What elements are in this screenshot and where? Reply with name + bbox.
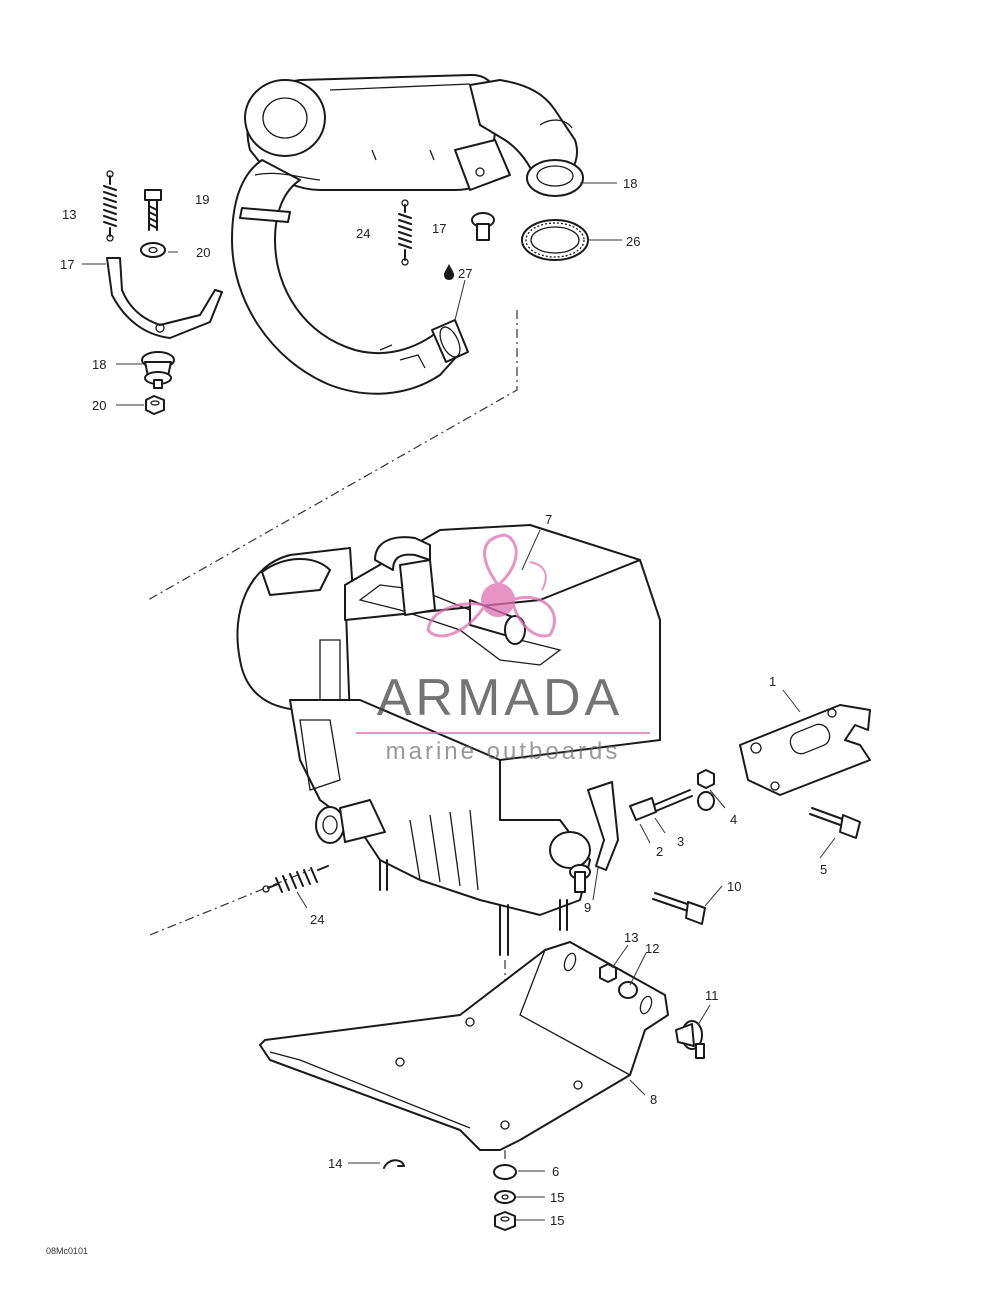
spring-13 (103, 170, 117, 242)
bolt-20 (144, 189, 162, 231)
callout-18: 17 (60, 257, 74, 272)
callout-19: 18 (92, 357, 106, 372)
exhaust-pipe (231, 159, 469, 395)
callout-5: 5 (820, 862, 827, 877)
watermark-tagline: marine outboards (385, 738, 621, 765)
callout-1: 1 (769, 674, 776, 689)
callout-12: 12 (645, 941, 659, 956)
callout-21: 20 (196, 245, 210, 260)
callout-6: 6 (552, 1164, 559, 1179)
callout-23: 18 (623, 176, 637, 191)
callout-20: 19 (195, 192, 209, 207)
rubber-mount-19 (141, 351, 175, 389)
callout-13-lower: 13 (624, 930, 638, 945)
callout-22: 20 (92, 398, 106, 413)
callout-13-upper: 13 (62, 207, 76, 222)
callout-26: 26 (626, 234, 640, 249)
nut-16 (494, 1211, 516, 1231)
callout-10: 10 (727, 879, 741, 894)
washer-6 (493, 1164, 517, 1180)
spring-24-upper (398, 199, 412, 266)
callout-numbers: 18 26 27 24 17 19 13 20 17 18 20 7 1 4 3… (60, 176, 827, 1228)
watermark-propeller-logo (426, 533, 556, 638)
leader-lines (82, 182, 836, 1221)
callout-8: 8 (650, 1092, 657, 1107)
nut-13-lower (599, 963, 617, 983)
engine-bracket-1 (739, 704, 871, 796)
callout-2: 2 (656, 844, 663, 859)
callout-15b: 15 (550, 1213, 564, 1228)
gasket-ring-26 (521, 219, 589, 261)
callout-27: 27 (458, 266, 472, 281)
callout-17: 17 (432, 221, 446, 236)
drop-icon (444, 264, 454, 280)
bolt-17 (471, 212, 495, 241)
lock-washer-15 (494, 1190, 516, 1204)
exhaust-bracket-strap (106, 257, 223, 339)
bolt-10 (652, 892, 706, 925)
callout-7: 7 (545, 512, 552, 527)
watermark-brand-name: ARMADA (376, 669, 624, 727)
callout-14: 14 (328, 1156, 342, 1171)
callout-4: 4 (730, 812, 737, 827)
washer-12 (618, 981, 638, 999)
nut-4 (697, 769, 715, 789)
bracket-9 (587, 781, 619, 871)
spring-24-lower (262, 865, 329, 893)
bolt-2 (629, 789, 693, 821)
engine-support-plate-8 (259, 941, 669, 1151)
washer-21 (140, 242, 166, 258)
callout-24-upper: 24 (356, 226, 370, 241)
callout-11: 11 (705, 988, 719, 1003)
callout-15a: 15 (550, 1190, 564, 1205)
callout-3: 3 (677, 834, 684, 849)
nut-22 (145, 395, 165, 415)
rubber-mount-11 (675, 1020, 705, 1059)
muffler-assembly (244, 73, 511, 191)
washer-near-4 (697, 791, 715, 811)
callout-9: 9 (584, 900, 591, 915)
document-code: 08Mc0101 (46, 1246, 89, 1256)
exhaust-outlet-elbow (469, 79, 584, 197)
callout-24-lower: 24 (310, 912, 324, 927)
engine-block (236, 524, 661, 956)
clip-14 (383, 1159, 405, 1169)
bolt-5 (809, 807, 861, 839)
